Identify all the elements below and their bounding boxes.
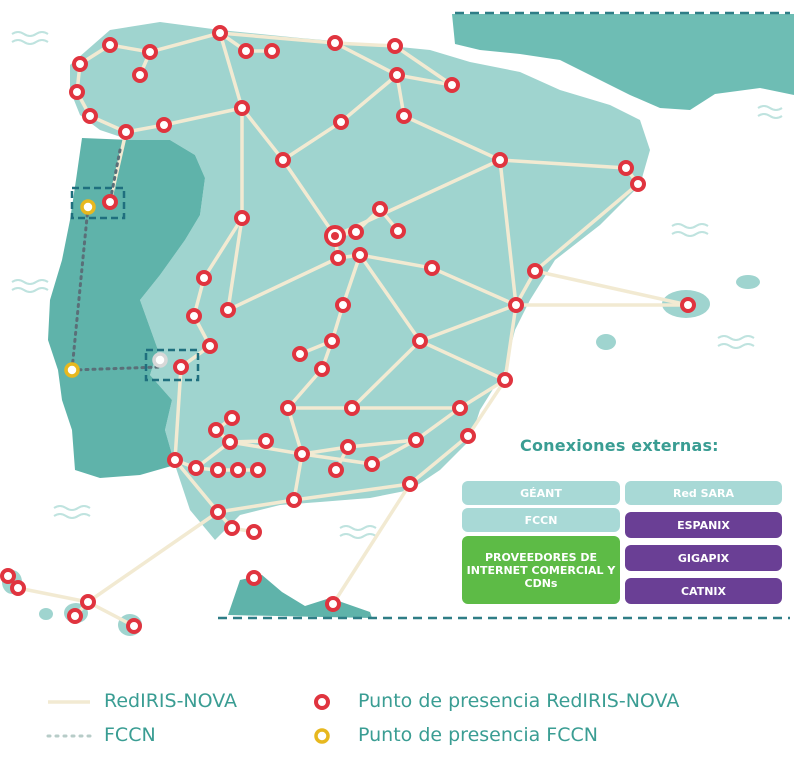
legend-rediris-line-label: RedIRIS-NOVA (104, 690, 238, 712)
wave-decorations (11, 31, 783, 539)
external-connections-title: Conexiones externas: (520, 436, 719, 455)
legend-fccn-pop-label: Punto de presencia FCCN (358, 724, 598, 746)
fccn-pop-south (152, 352, 168, 368)
geant-button[interactable]: GÉANT (462, 481, 620, 505)
legend-fccn-line-label: FCCN (104, 724, 156, 746)
rediris-pops (0, 25, 696, 634)
legend-rediris-pop-label: Punto de presencia RedIRIS-NOVA (358, 690, 680, 712)
catnix-button[interactable]: CATNIX (625, 578, 782, 604)
fccn-pop-porto (80, 199, 96, 215)
fccn-button[interactable]: FCCN (462, 508, 620, 532)
menorca-island (736, 275, 760, 289)
ibiza-island (596, 334, 616, 350)
fccn-box-south (144, 348, 200, 382)
red-sara-button[interactable]: Red SARA (625, 481, 782, 505)
fccn-box-north (70, 186, 126, 220)
fccn-pop-lisboa (64, 362, 80, 378)
france-landmass (452, 14, 794, 110)
madrid-hub-inner (331, 232, 339, 240)
canary-island-4 (39, 608, 53, 620)
proveedores-button[interactable]: PROVEEDORES DE INTERNET COMERCIAL Y CDNs (462, 536, 620, 604)
espanix-button[interactable]: ESPANIX (625, 512, 782, 538)
legend-fccn-pop-symbol (314, 728, 330, 744)
spain-landmass (70, 22, 650, 540)
legend-rediris-pop-symbol (314, 694, 330, 710)
gigapix-button[interactable]: GIGAPIX (625, 545, 782, 571)
